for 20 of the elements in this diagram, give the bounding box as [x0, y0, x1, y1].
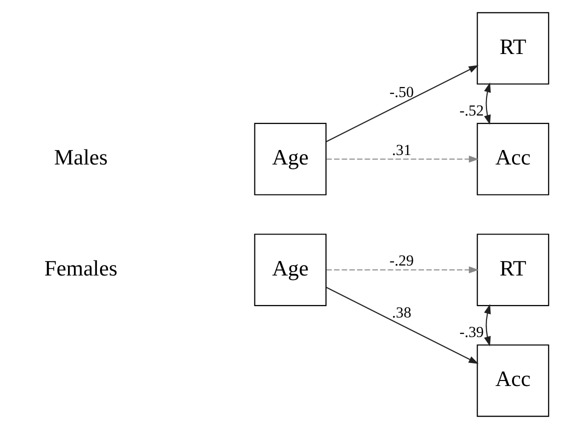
- node-box: Age: [254, 234, 327, 306]
- arrow: [484, 82, 491, 125]
- arrow: [484, 304, 491, 346]
- label: Males: [54, 144, 108, 170]
- edge-label: -.52: [460, 102, 484, 120]
- arrow: [326, 266, 479, 274]
- node-box: RT: [476, 234, 550, 306]
- edge-label: -.39: [460, 324, 484, 342]
- edge-label: -.50: [390, 84, 414, 101]
- arrow: [326, 156, 479, 163]
- node-box: Acc: [476, 344, 550, 417]
- edge-label: .38: [392, 304, 412, 322]
- node-box: RT: [476, 12, 550, 85]
- arrow: [326, 286, 479, 364]
- node-box: Acc: [476, 122, 550, 196]
- edge-label: -.29: [390, 252, 414, 270]
- node-box: Age: [254, 122, 327, 196]
- label: Females: [44, 255, 118, 280]
- edge-label: .31: [392, 142, 412, 159]
- arrow: [326, 65, 479, 142]
